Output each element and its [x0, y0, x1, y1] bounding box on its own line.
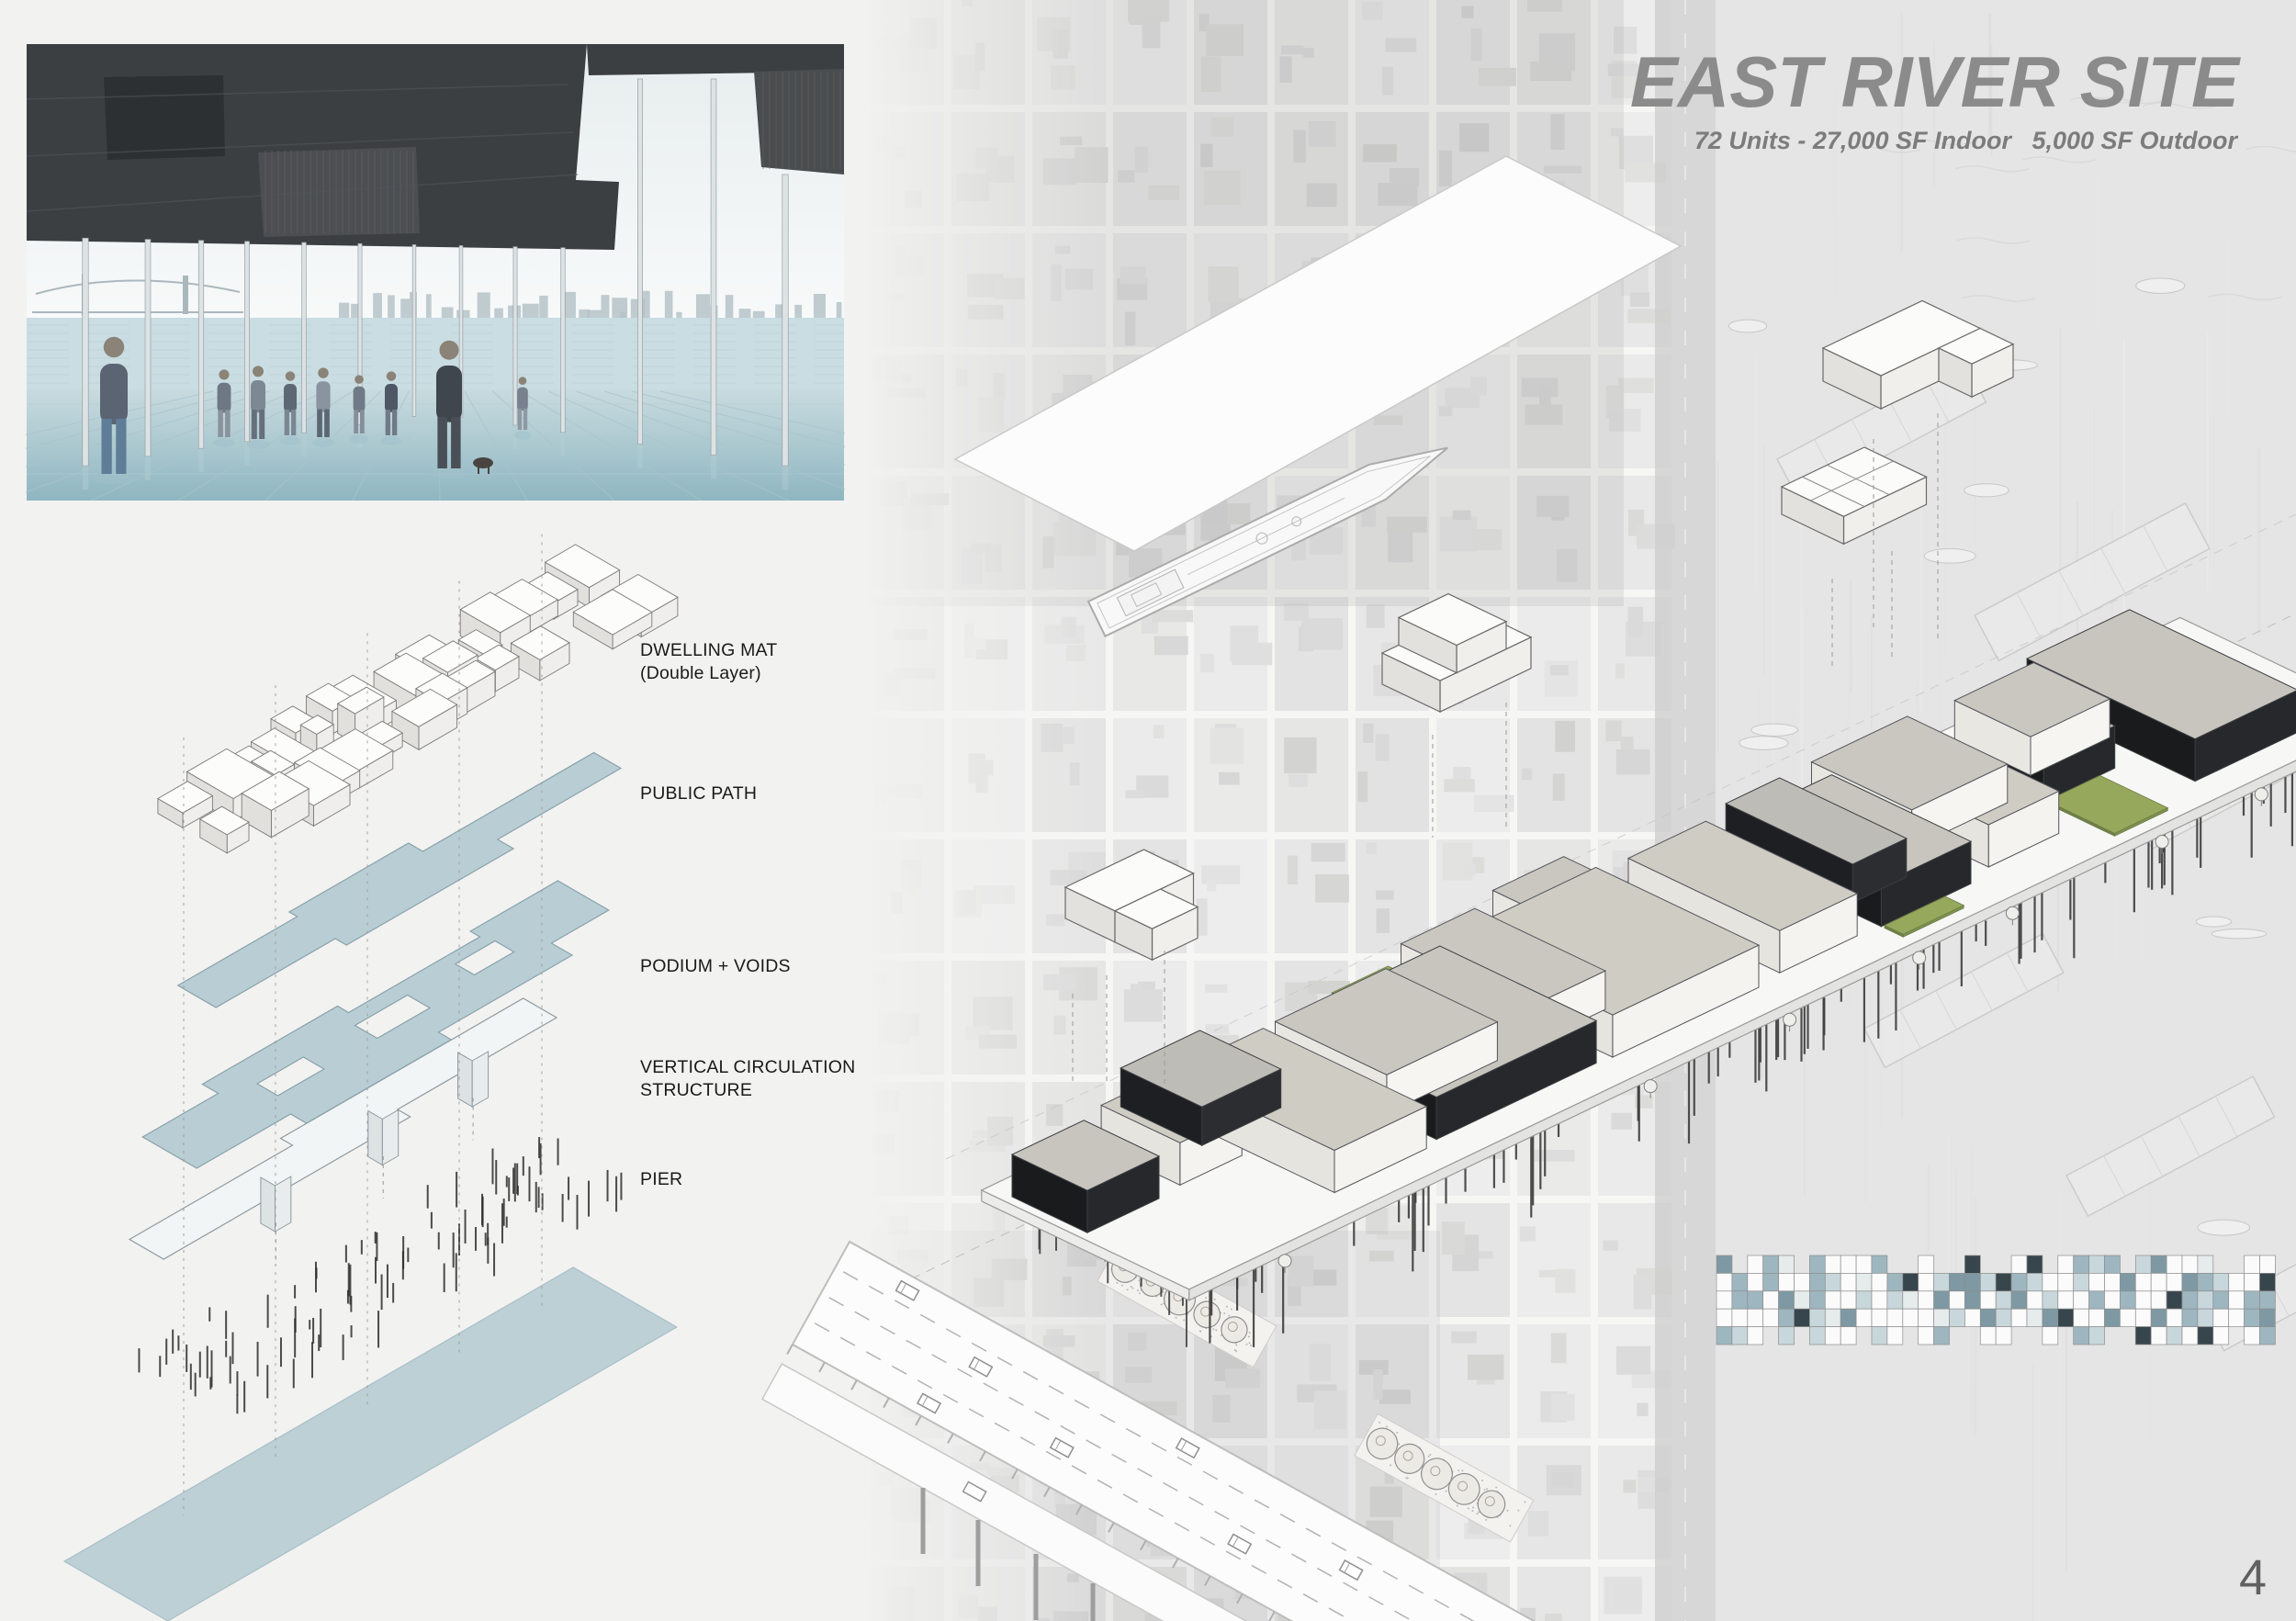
- label-line: VERTICAL CIRCULATION: [640, 1057, 856, 1077]
- label-line: PODIUM + VOIDS: [640, 956, 791, 976]
- water-streaks: [27, 324, 844, 384]
- label-vertical-circulation: VERTICAL CIRCULATION STRUCTURE: [640, 1056, 855, 1103]
- page-number: 4: [2238, 1550, 2267, 1605]
- ceiling-seams: [26, 84, 579, 212]
- pier-underside-render: [26, 44, 845, 501]
- label-podium-voids: PODIUM + VOIDS: [640, 955, 791, 978]
- label-line: PIER: [640, 1169, 683, 1189]
- board-title: EAST RIVER SITE: [1629, 41, 2239, 122]
- concrete-ceiling-band: [587, 44, 844, 75]
- bridge-cable: [35, 279, 241, 295]
- label-line: STRUCTURE: [640, 1080, 753, 1101]
- label-line: (Double Layer): [640, 663, 761, 684]
- label-pier: PIER: [640, 1168, 682, 1191]
- exploded-layers: [62, 534, 679, 1621]
- label-public-path: PUBLIC PATH: [640, 782, 757, 805]
- label-line: PUBLIC PATH: [640, 783, 758, 804]
- label-line: DWELLING MAT: [640, 640, 778, 660]
- pilotis-columns: [82, 78, 789, 490]
- aerial-photo-background: [854, 0, 2296, 1621]
- render-image: [26, 44, 845, 501]
- wood-slats: [264, 72, 841, 233]
- label-dwelling-mat: DWELLING MAT (Double Layer): [640, 639, 777, 686]
- board-subtitle: 72 Units - 27,000 SF Indoor 5,000 SF Out…: [1694, 127, 2237, 154]
- housing-bar-axon: [760, 155, 2296, 1621]
- bridge-tower: [183, 276, 188, 314]
- people-figures: [92, 336, 532, 484]
- hanging-volume-right: [754, 69, 844, 174]
- boardwalk-deck: [27, 389, 844, 501]
- hanging-volume-center: [258, 147, 420, 237]
- river-water: [27, 318, 844, 395]
- ceiling-recess: [104, 75, 225, 160]
